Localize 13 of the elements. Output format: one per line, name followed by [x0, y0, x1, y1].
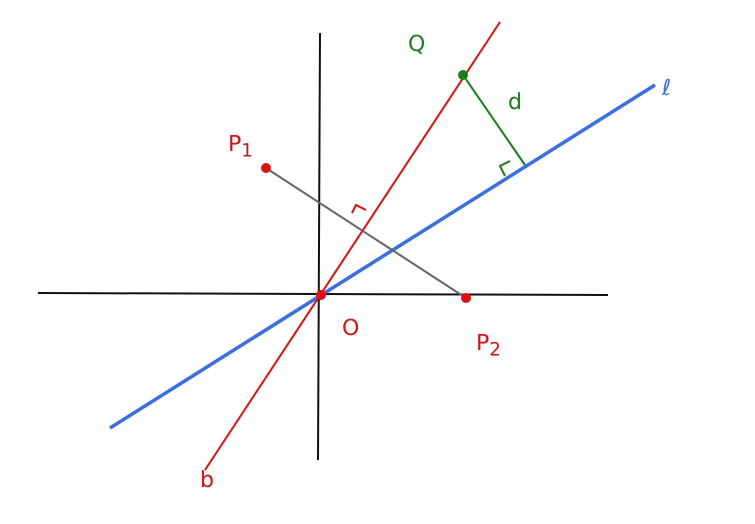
edge-label: d	[508, 92, 522, 114]
line-label: b	[200, 470, 214, 492]
point-dot	[458, 70, 468, 80]
line-segment	[465, 78, 526, 166]
point-dot	[316, 290, 326, 300]
line-segment	[270, 170, 462, 296]
point-label: O	[342, 318, 360, 340]
point-dot	[261, 163, 271, 173]
point-label: Q	[408, 34, 426, 56]
point-label: P$_{1}$	[228, 134, 253, 161]
point-label: P$_{2}$	[476, 333, 501, 360]
line-label: ℓ	[662, 78, 672, 100]
point-dot	[461, 293, 471, 303]
